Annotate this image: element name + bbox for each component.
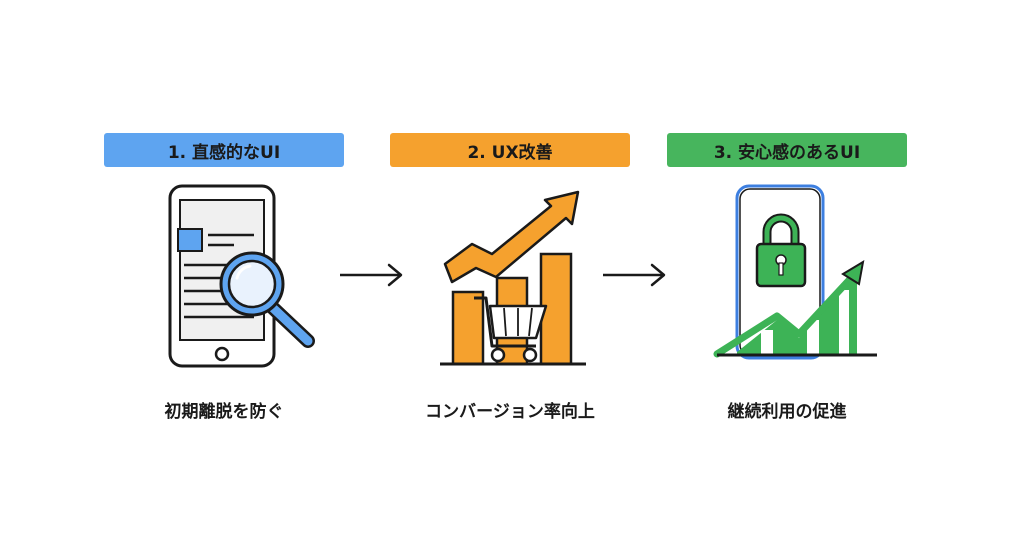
right-arrow-icon: [603, 263, 666, 287]
step-3-label: 3. 安心感のあるUI: [713, 142, 861, 163]
step-2-caption: コンバージョン率向上: [425, 402, 595, 422]
step-2: 2. UX改善 コンバージョン率向上: [390, 0, 630, 559]
step-1-label: 1. 直感的なUI: [167, 142, 281, 163]
growth-chart-cart-icon: [440, 190, 586, 366]
phone-magnifier-icon: [168, 184, 315, 368]
right-arrow-icon: [340, 263, 403, 287]
step-2-label: 2. UX改善: [467, 142, 553, 163]
step-1-badge: 1. 直感的なUI: [104, 133, 344, 167]
step-3-badge: 3. 安心感のあるUI: [667, 133, 907, 167]
phone-lock-growth-icon: [713, 184, 877, 360]
step-1: 1. 直感的なUI 初期離脱を防ぐ: [104, 0, 344, 559]
step-3-caption: 継続利用の促進: [727, 402, 847, 422]
step-1-caption: 初期離脱を防ぐ: [164, 402, 284, 422]
step-3: 3. 安心感のあるUI 継続利用の促進: [667, 0, 907, 559]
step-2-badge: 2. UX改善: [390, 133, 630, 167]
